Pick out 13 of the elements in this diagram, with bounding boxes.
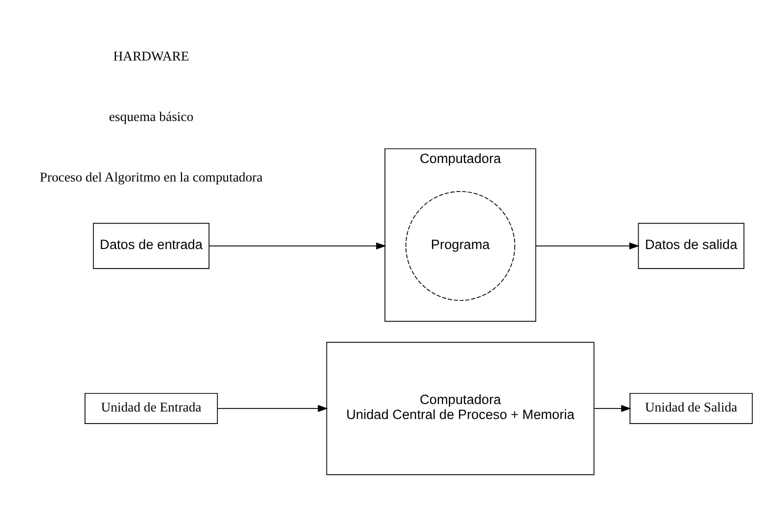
arrow <box>535 242 640 250</box>
arrow <box>217 404 328 412</box>
node-circle: Programa <box>405 191 516 301</box>
node-box: Unidad de Salida <box>630 392 753 424</box>
label: esquema básico <box>108 108 194 124</box>
node-box: Datos de entrada <box>92 222 210 269</box>
label: Proceso del Algoritmo en la computadora <box>40 169 263 184</box>
node-box: Unidad de Entrada <box>84 392 218 424</box>
arrow <box>208 242 386 250</box>
arrow <box>594 404 632 412</box>
label: HARDWARE <box>113 48 190 64</box>
node-box: Datos de salida <box>638 222 744 269</box>
node-box: Computadora Unidad Central de Proceso + Memoria <box>326 342 594 476</box>
